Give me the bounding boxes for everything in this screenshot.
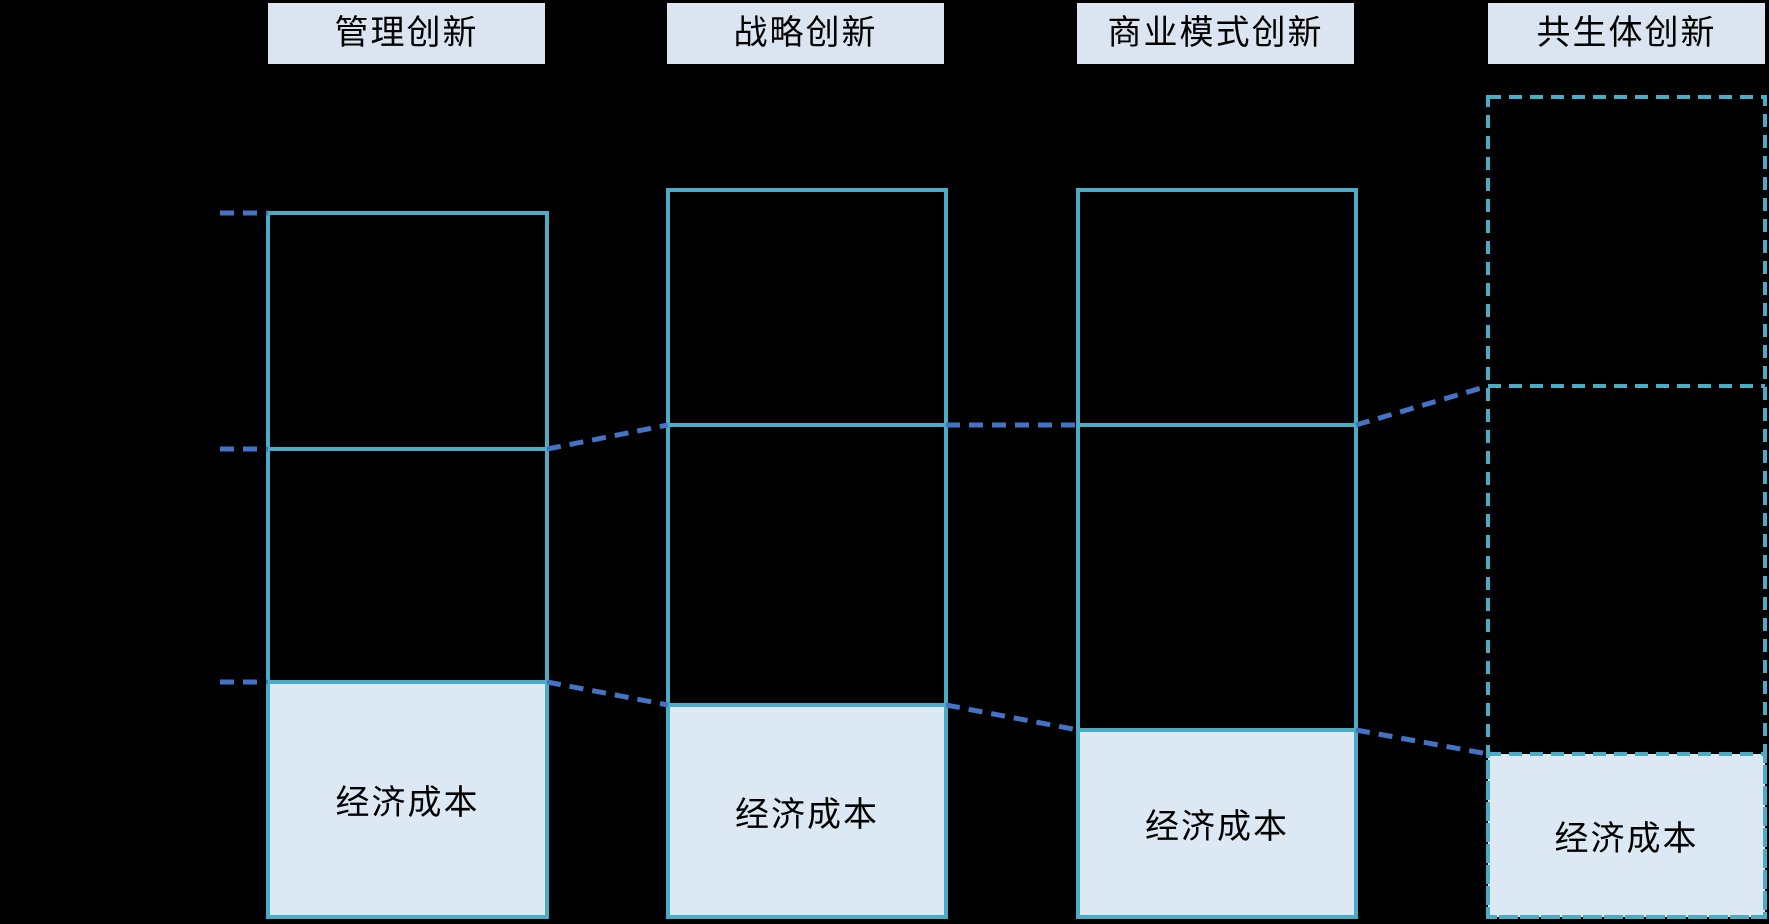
economic-cost-label-2: 经济成本 — [735, 796, 879, 834]
column-header-symbiote-innovation: 共生体创新 — [1488, 3, 1765, 64]
left-reference-stubs — [220, 210, 268, 685]
economic-cost-label-1: 经济成本 — [335, 785, 480, 822]
economic-cost-box-3 — [1076, 728, 1358, 919]
column-header-business-model-innovation: 商业模式创新 — [1077, 3, 1354, 64]
economic-cost-label-4: 经济成本 — [1554, 821, 1699, 858]
column-header-management-innovation: 管理创新 — [268, 3, 545, 64]
divider-level-connectors — [546, 383, 1489, 452]
column-box-2 — [666, 188, 948, 919]
column-box-4 — [1486, 95, 1767, 919]
economic-cost-box-1 — [266, 680, 549, 919]
economic-cost-box-2 — [666, 703, 948, 919]
column-box-3 — [1076, 188, 1358, 919]
economic-cost-label-3: 经济成本 — [1145, 809, 1289, 846]
cost-level-connectors — [546, 679, 1489, 757]
column-box-1 — [266, 211, 549, 919]
column-header-strategic-innovation: 战略创新 — [667, 3, 944, 64]
